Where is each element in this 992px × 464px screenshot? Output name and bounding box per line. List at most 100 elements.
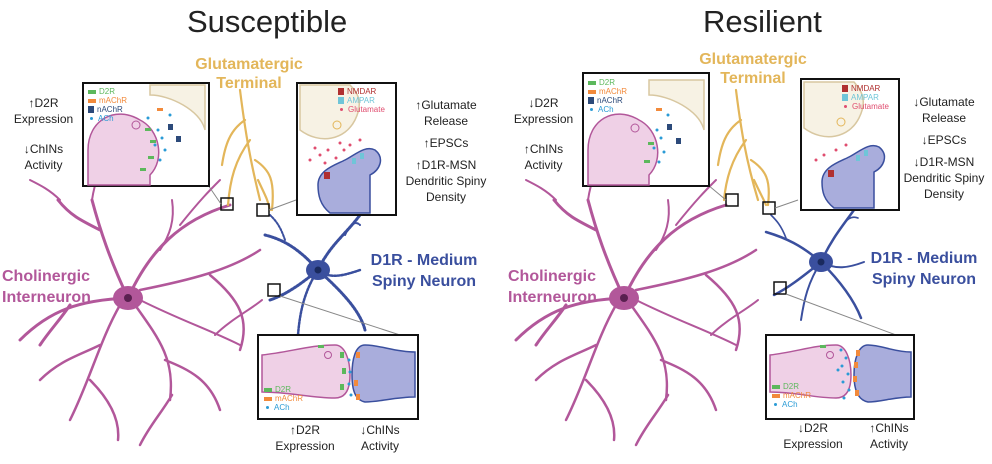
bottom-notes-d2r: ↓D2R Expression xyxy=(778,420,848,452)
nachr-swatch xyxy=(88,106,94,113)
note-line: ↑D1R-MSN xyxy=(415,158,477,172)
msn-nucleus xyxy=(817,258,825,266)
nmdar-swatch xyxy=(338,88,344,95)
bottom-notes-chins: ↓ChINs Activity xyxy=(345,422,415,454)
d2r-swatch xyxy=(772,384,780,389)
note-line: ↑D2R xyxy=(28,96,59,110)
legend-text: D2R xyxy=(783,382,800,391)
ach-swatch xyxy=(590,108,593,111)
right-inset-notes: ↑Glutamate Release ↑EPSCs ↑D1R-MSN Dendr… xyxy=(398,97,494,205)
legend-right: NMDAR AMPAR Glutamate xyxy=(842,84,889,111)
note-line: Activity xyxy=(869,437,908,451)
note-line: ↓ChINs xyxy=(360,423,400,437)
cholinergic-interneuron xyxy=(514,159,759,447)
legend-text: NMDAR xyxy=(851,84,881,93)
legend-text: mAChR xyxy=(99,96,128,105)
legend-right: NMDAR AMPAR Glutamate xyxy=(338,87,385,114)
left-inset-notes: ↑D2R Expression ↓ChINs Activity xyxy=(6,95,81,173)
ampar-swatch xyxy=(842,94,848,101)
legend-text: AMPAR xyxy=(347,96,375,105)
d1r-msn-label: D1R - Medium Spiny Neuron xyxy=(362,250,486,292)
legend-text: D2R xyxy=(99,87,116,96)
d2r-swatch xyxy=(88,89,96,94)
legend-text: nAChR xyxy=(97,105,123,114)
cholinergic-interneuron-label: Cholinergic Interneuron xyxy=(2,266,91,308)
msn-nucleus xyxy=(314,266,322,274)
d1r-msn-label: D1R - Medium Spiny Neuron xyxy=(862,248,986,290)
bottom-notes-d2r: ↑D2R Expression xyxy=(270,422,340,454)
note-line: Expression xyxy=(275,439,335,453)
ampar-swatch xyxy=(338,97,344,104)
d2r-swatch xyxy=(264,387,272,392)
note-line: ↓D2R xyxy=(528,96,559,110)
zoom-box-left xyxy=(725,193,739,207)
label-line: Terminal xyxy=(720,70,786,87)
note-line: Activity xyxy=(524,158,563,172)
interneuron-nucleus xyxy=(620,294,628,302)
legend-text: D2R xyxy=(599,78,616,87)
note-line: Density xyxy=(923,187,964,201)
panel-title: Susceptible xyxy=(187,4,348,39)
inset-glutamate-synapse xyxy=(800,78,900,211)
glutamatergic-terminal-label: Glutamatergic Terminal xyxy=(190,55,308,93)
legend-text: nAChR xyxy=(597,96,623,105)
d2r-swatch xyxy=(588,80,596,85)
note-line: Expression xyxy=(13,112,74,126)
glutamatergic-terminal-label: Glutamatergic Terminal xyxy=(694,50,812,88)
resilient-illustration xyxy=(514,72,915,447)
legend-text: mAChR xyxy=(275,394,304,403)
label-line: Cholinergic xyxy=(508,268,597,285)
glutamatergic-terminal xyxy=(716,88,770,207)
susceptible-illustration xyxy=(18,82,419,447)
ach-swatch xyxy=(774,403,777,406)
label-line: Interneuron xyxy=(508,289,597,306)
inset-chin-synapse xyxy=(582,72,710,187)
nmdar-swatch xyxy=(842,85,848,92)
note-line: ↓Glutamate xyxy=(913,95,975,109)
legend-text: Glutamate xyxy=(852,102,889,111)
machr-swatch xyxy=(588,89,596,94)
label-line: D1R - Medium xyxy=(370,252,478,269)
note-line: ↑D2R xyxy=(289,423,320,437)
note-line: ↓ChINs xyxy=(23,142,64,156)
ach-swatch xyxy=(90,117,93,120)
legend-text: ACh xyxy=(598,105,614,114)
note-line: Dendritic Spiny xyxy=(405,174,487,188)
legend-text: mAChR xyxy=(783,391,812,400)
inset-chin-synapse xyxy=(82,82,210,187)
note-line: Activity xyxy=(360,439,399,453)
inset-glutamate-synapse xyxy=(296,82,397,216)
panel-title: Resilient xyxy=(703,4,822,39)
legend-text: NMDAR xyxy=(347,87,377,96)
label-line: Glutamatergic xyxy=(195,56,303,73)
legend-text: D2R xyxy=(275,385,292,394)
note-line: ↓EPSCs xyxy=(921,133,967,147)
legend-text: ACh xyxy=(782,400,798,409)
glutamatergic-terminal xyxy=(220,88,274,212)
cholinergic-interneuron xyxy=(18,159,263,447)
note-line: ↑ChINs xyxy=(869,421,909,435)
machr-swatch xyxy=(88,98,96,103)
legend-text: mAChR xyxy=(599,87,628,96)
label-line: Cholinergic xyxy=(2,268,91,285)
label-line: Terminal xyxy=(216,75,282,92)
note-line: Expression xyxy=(783,437,843,451)
inset-d2r-synapse xyxy=(765,334,915,420)
note-line: Dendritic Spiny xyxy=(903,171,985,185)
glutamate-swatch xyxy=(340,108,343,111)
note-line: ↓D2R xyxy=(797,421,828,435)
label-line: Glutamatergic xyxy=(699,51,807,68)
label-line: Spiny Neuron xyxy=(371,273,476,290)
note-line: ↑Glutamate xyxy=(415,98,477,112)
label-line: D1R - Medium xyxy=(870,250,978,267)
cholinergic-interneuron-label: Cholinergic Interneuron xyxy=(508,266,597,308)
inset-d2r-synapse xyxy=(257,334,419,420)
legend-text: ACh xyxy=(98,114,114,123)
note-line: Density xyxy=(425,190,466,204)
left-inset-notes: ↓D2R Expression ↑ChINs Activity xyxy=(506,95,581,173)
resilient-panel: Resilient Glutamatergic Terminal Choline… xyxy=(496,0,992,464)
machr-swatch xyxy=(772,393,780,398)
note-line: Release xyxy=(423,114,469,128)
label-line: Interneuron xyxy=(2,289,91,306)
note-line: Activity xyxy=(24,158,63,172)
